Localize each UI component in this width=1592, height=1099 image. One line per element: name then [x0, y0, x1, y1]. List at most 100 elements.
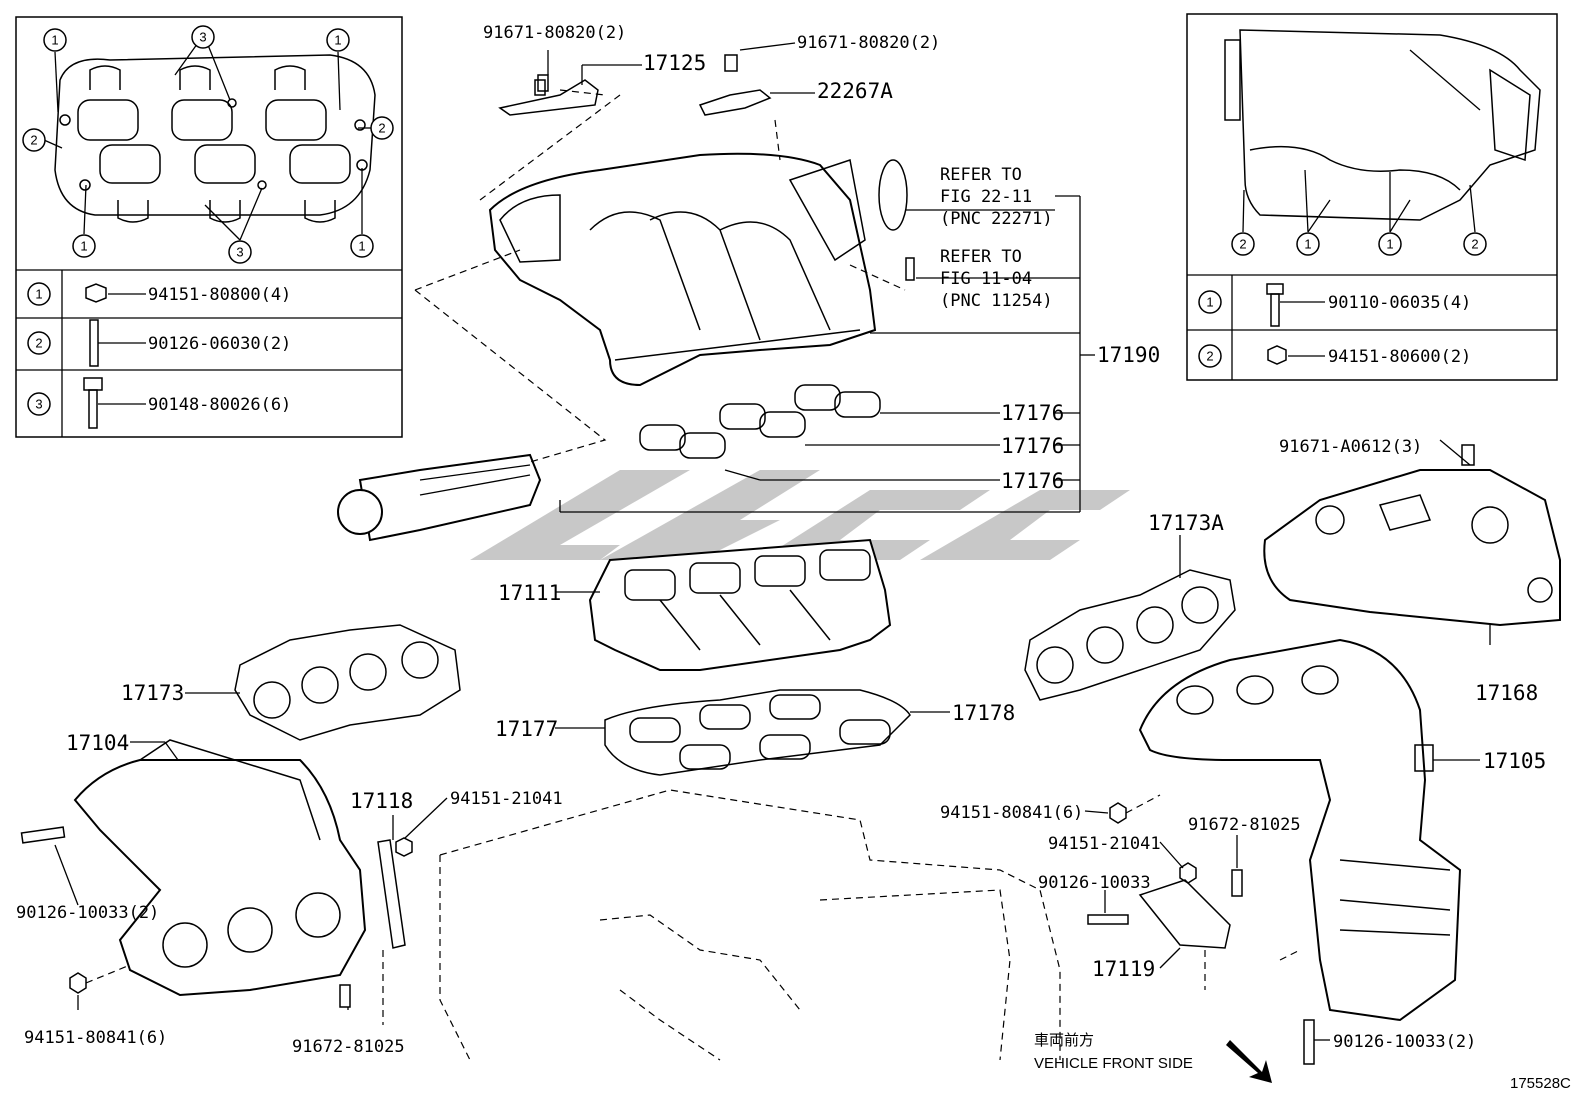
callout-ref1-line1: REFER TO [940, 165, 1022, 185]
svg-text:2: 2 [1239, 237, 1246, 252]
svg-text:1: 1 [1386, 237, 1393, 252]
inset-marker-2b: 2 [370, 116, 394, 140]
nut-icon [1267, 345, 1287, 365]
gasket-17173-drawing [234, 624, 461, 741]
callout-ref1-line2: FIG 22-11 [940, 187, 1032, 207]
nut-17118-drawing [395, 837, 413, 857]
left-inset: 1 3 1 2 2 1 3 1 1 94151-80800(4) 2 90126… [15, 16, 403, 438]
callout-ref2-line3: (PNC 11254) [940, 291, 1053, 311]
callout-17176-b: 17176 [1001, 434, 1064, 458]
inset-heat-insulator-drawing [1224, 29, 1541, 221]
svg-text:3: 3 [199, 30, 206, 45]
intake-manifold-drawing [488, 152, 877, 387]
callout-91671-80820-b: 91671-80820(2) [797, 33, 940, 53]
o-ring-drawing [878, 159, 908, 231]
callout-94151-21041-a: 94151-21041 [450, 789, 563, 809]
inset-marker-1a: 1 [43, 28, 67, 52]
svg-text:1: 1 [1304, 237, 1311, 252]
front-direction-arrow-icon [1226, 1040, 1272, 1083]
svg-text:2: 2 [1471, 237, 1478, 252]
svg-text:1: 1 [358, 239, 365, 254]
inset-marker-1d: 1 [350, 234, 374, 258]
throttle-body-drawing [337, 453, 542, 542]
left-table-row-2: 2 90126-06030(2) [27, 319, 291, 367]
leader-lines [54, 42, 1491, 1041]
rinset-marker-2a: 2 [1231, 232, 1255, 256]
left-table-row-1: 1 94151-80800(4) [27, 282, 291, 306]
svg-text:1: 1 [51, 33, 58, 48]
inset-marker-3b: 3 [228, 240, 252, 264]
bolt-icon [83, 377, 103, 429]
callout-90126-10033-2a: 90126-10033(2) [16, 903, 159, 923]
svg-text:1: 1 [35, 287, 42, 302]
svg-text:90148-80026(6): 90148-80026(6) [148, 395, 291, 415]
inset-gasket-drawing [54, 54, 376, 223]
svg-text:90110-06035(4): 90110-06035(4) [1328, 293, 1471, 313]
callout-17176-c: 17176 [1001, 469, 1064, 493]
right-table-row-2: 2 94151-80600(2) [1198, 344, 1471, 368]
vehicle-front-label-en: VEHICLE FRONT SIDE [1034, 1055, 1193, 1072]
svg-text:3: 3 [236, 245, 243, 260]
gasket-17177-17178-drawing [604, 689, 911, 776]
callout-17105: 17105 [1483, 749, 1546, 773]
callout-17125: 17125 [643, 51, 706, 75]
watermark-logo [470, 470, 1130, 560]
callout-94151-80841-6b: 94151-80841(6) [940, 803, 1083, 823]
callout-17168: 17168 [1475, 681, 1538, 705]
callout-91672-81025-b: 91672-81025 [1188, 815, 1301, 835]
sensor-bolt-drawing [905, 257, 915, 281]
callout-90126-10033: 90126-10033 [1038, 873, 1151, 893]
bolt-top-right-drawing [1461, 444, 1475, 466]
nut-left-drawing [69, 972, 87, 994]
callout-22267a: 22267A [817, 79, 893, 103]
callout-94151-21041-b: 94151-21041 [1048, 834, 1161, 854]
inset-marker-3a: 3 [191, 25, 215, 49]
rinset-marker-2b: 2 [1463, 232, 1487, 256]
engine-outline-drawing [439, 789, 1061, 1061]
svg-text:1: 1 [80, 239, 87, 254]
nut-right-b-drawing [1179, 862, 1197, 884]
callout-91671-a0612: 91671-A0612(3) [1279, 437, 1422, 457]
inset-marker-1c: 1 [72, 234, 96, 258]
bolt-left-drawing [339, 984, 351, 1008]
stay-17118-drawing [377, 839, 406, 949]
callout-17111: 17111 [498, 581, 561, 605]
callout-ref1-line3: (PNC 22271) [940, 209, 1053, 229]
callout-17178: 17178 [952, 701, 1015, 725]
rinset-marker-1b: 1 [1378, 232, 1402, 256]
callout-17173a: 17173A [1148, 511, 1224, 535]
gasket-17173a-drawing [1024, 569, 1236, 701]
svg-text:90126-06030(2): 90126-06030(2) [148, 334, 291, 354]
svg-text:2: 2 [378, 121, 385, 136]
callout-94151-80841-6a: 94151-80841(6) [24, 1028, 167, 1048]
callout-ref2-line1: REFER TO [940, 247, 1022, 267]
svg-text:1: 1 [334, 33, 341, 48]
exhaust-manifold-17104-drawing [73, 739, 367, 997]
gaskets-17176-drawing [639, 384, 881, 459]
callout-90126-10033-2b: 90126-10033(2) [1333, 1032, 1476, 1052]
callout-91672-81025-a: 91672-81025 [292, 1037, 405, 1057]
svg-text:1: 1 [1206, 295, 1213, 310]
figure-id: 175528C [1510, 1075, 1571, 1092]
intake-lower-17111-drawing [588, 538, 892, 671]
bracket-22267a-drawing [698, 54, 772, 116]
svg-text:2: 2 [1206, 349, 1213, 364]
right-inset: 2 1 1 2 1 90110-06035(4) 2 94151-80600(2… [1186, 13, 1558, 381]
inset-marker-1b: 1 [326, 28, 350, 52]
callout-ref2-line2: FIG 11-04 [940, 269, 1032, 289]
nut-icon [85, 283, 107, 303]
right-table-row-1: 1 90110-06035(4) [1198, 283, 1471, 327]
callout-17190: 17190 [1097, 343, 1160, 367]
exhaust-manifold-17105-drawing [1138, 638, 1462, 1022]
callout-91671-80820-a: 91671-80820(2) [483, 23, 626, 43]
callout-17173: 17173 [121, 681, 184, 705]
bolt-right-drawing [1231, 869, 1243, 897]
svg-text:94151-80800(4): 94151-80800(4) [148, 285, 291, 305]
rinset-marker-1a: 1 [1296, 232, 1320, 256]
stud-bottom-drawing [1303, 1019, 1315, 1065]
heat-insulator-17168-drawing [1263, 469, 1561, 627]
stud-right-drawing [1087, 914, 1129, 925]
callout-17119: 17119 [1092, 957, 1155, 981]
